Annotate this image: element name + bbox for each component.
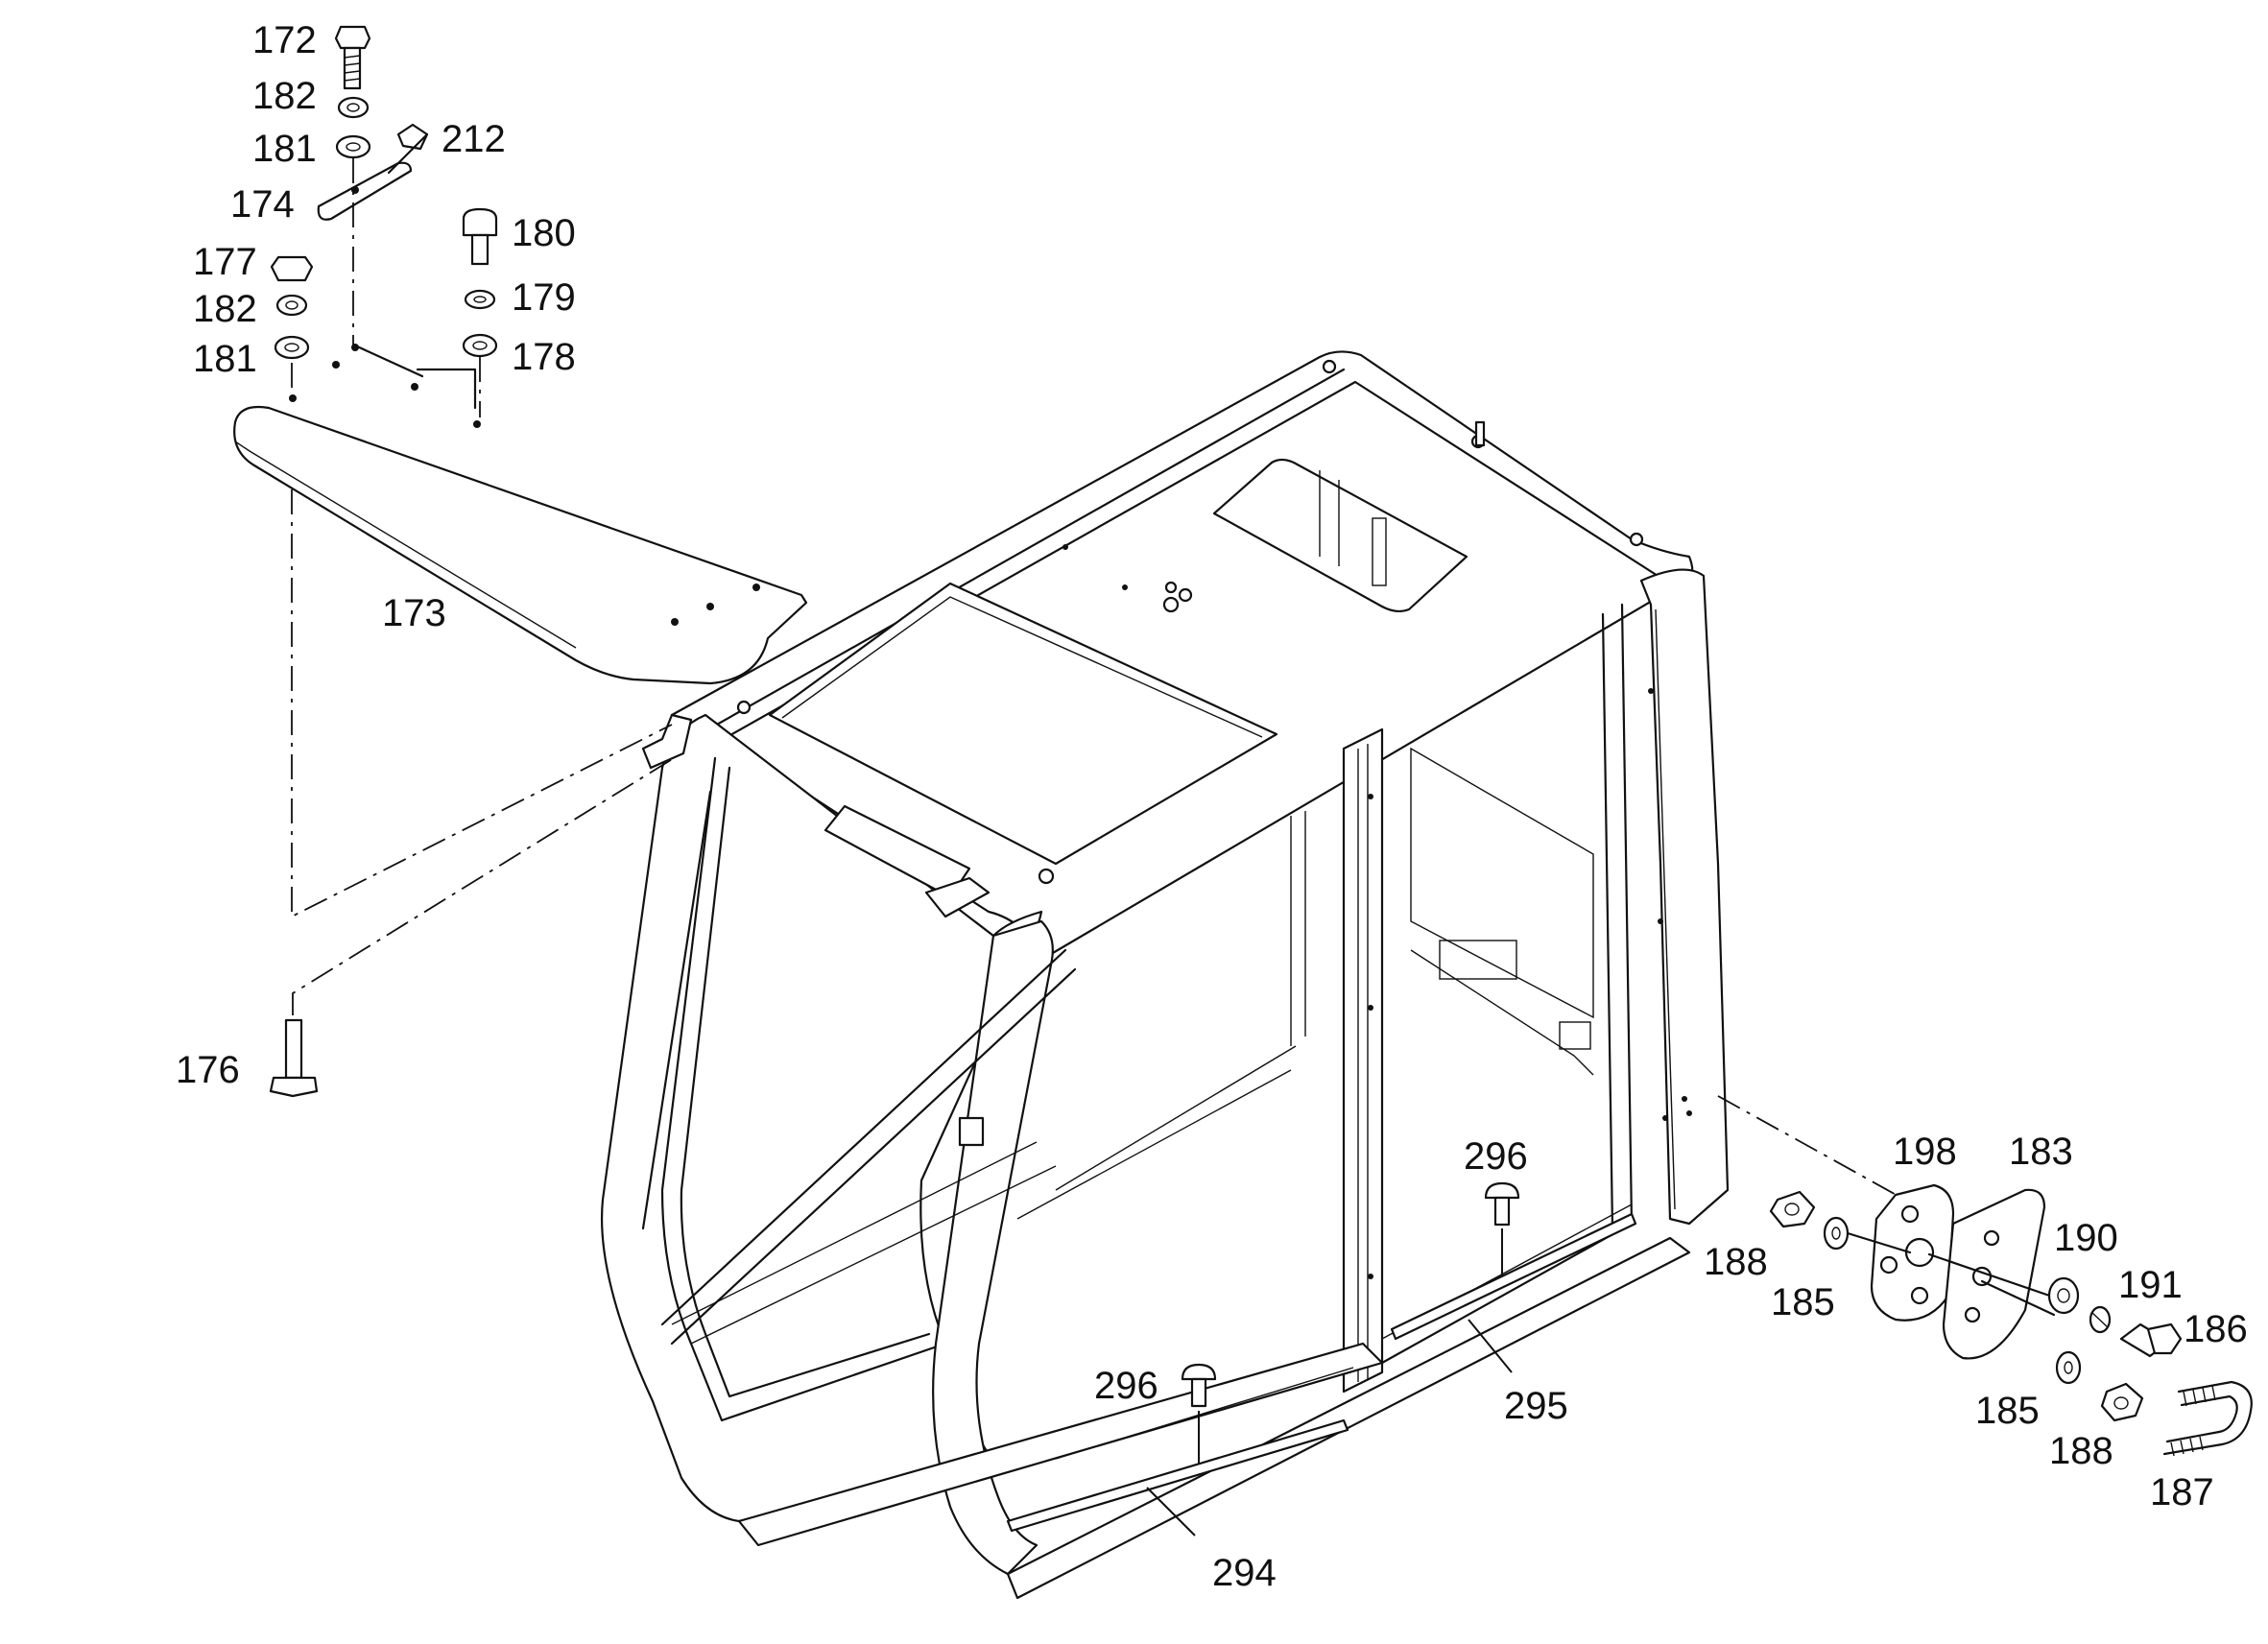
label-178: 178: [512, 336, 576, 378]
bolt-296-lower: [1181, 1363, 1217, 1408]
rail-294: [1006, 1418, 1349, 1533]
label-173: 173: [382, 592, 446, 634]
washer-179: [464, 289, 496, 310]
washer-182-lower: [275, 294, 308, 317]
cab-roof-hatch: [1212, 458, 1468, 613]
cab-side-sill: [1006, 1236, 1691, 1600]
rear-mount-assembly: [1717, 1095, 2253, 1457]
plate-183: [1942, 1188, 2046, 1360]
label-180: 180: [512, 212, 576, 254]
cab-front-roof-opening: [768, 582, 1278, 866]
label-294: 294: [1212, 1552, 1277, 1594]
label-174: 174: [230, 183, 295, 226]
label-188-upper: 188: [1704, 1241, 1768, 1283]
label-182-top: 182: [252, 75, 317, 117]
rail-295: [1390, 1212, 1637, 1341]
cab-mount-bracket: [641, 713, 693, 770]
bolt-176: [269, 1018, 319, 1098]
washer-182-top: [337, 96, 370, 119]
label-181-lower: 181: [193, 338, 257, 380]
washer-178: [462, 333, 498, 358]
bolt-172: [334, 25, 371, 90]
washer-190: [2047, 1276, 2080, 1315]
label-188-lower: 188: [2049, 1430, 2113, 1472]
floor-fasteners: [1006, 1181, 1637, 1533]
leader-lines: [1146, 1319, 1513, 1537]
label-186: 186: [2184, 1308, 2248, 1350]
bolt-296-upper: [1484, 1181, 1520, 1227]
label-182-lower: 182: [193, 288, 257, 330]
cab-side-post: [1342, 727, 1384, 1394]
washer-181-lower: [274, 335, 310, 360]
label-183: 183: [2009, 1131, 2073, 1173]
label-181-top: 181: [252, 128, 317, 170]
label-212: 212: [442, 118, 506, 160]
washer-185-lower: [2055, 1350, 2082, 1385]
cab-door-post: [932, 919, 1054, 1576]
u-bolt-187: [2162, 1380, 2253, 1457]
washer-185-upper: [1823, 1216, 1850, 1251]
label-177: 177: [193, 241, 257, 283]
clip-212: [396, 123, 429, 151]
label-172: 172: [252, 19, 317, 61]
label-190: 190: [2054, 1217, 2118, 1259]
roof-guard-assembly: [233, 25, 808, 1098]
label-296-upper: 296: [1464, 1135, 1528, 1178]
clamp-174: [317, 161, 413, 221]
nut-177: [270, 255, 314, 282]
label-185-upper: 185: [1771, 1281, 1835, 1323]
label-187: 187: [2150, 1471, 2214, 1513]
nut-188-lower: [2100, 1382, 2144, 1422]
cab-frame: [600, 350, 1730, 1600]
label-185-lower: 185: [1975, 1390, 2040, 1432]
label-191: 191: [2118, 1264, 2183, 1306]
label-295: 295: [1504, 1385, 1568, 1427]
label-176: 176: [176, 1049, 240, 1091]
bolt-180: [462, 207, 498, 266]
bolt-186: [2119, 1322, 2183, 1358]
nut-188-upper: [1769, 1190, 1816, 1228]
washer-181-top: [335, 134, 371, 159]
label-296-lower: 296: [1094, 1365, 1158, 1407]
label-198: 198: [1893, 1131, 1957, 1173]
cab-rear-pillar: [1639, 568, 1730, 1226]
label-179: 179: [512, 276, 576, 319]
part-labels: 172 182 181 212 174 180 177 179 182 181 …: [176, 19, 2248, 1594]
guard-plate: [233, 405, 808, 685]
